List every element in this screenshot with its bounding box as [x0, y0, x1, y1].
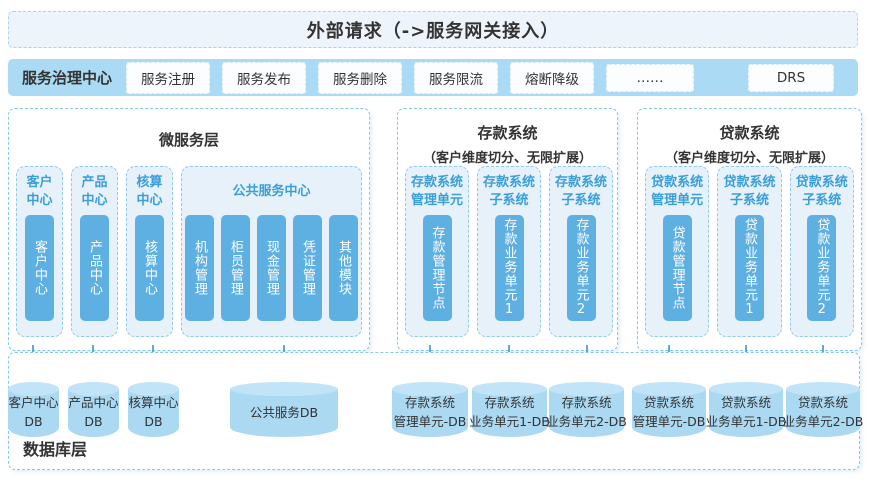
db-text: 公共服务DB	[249, 404, 319, 420]
db-text: DB	[24, 414, 43, 429]
db-text: DB	[144, 414, 163, 429]
unit-loan-sub2: 贷款系统子系统 贷款业务单元2	[789, 166, 854, 337]
db-text: 产品中心	[68, 395, 119, 411]
db-cylinder-accounting: 核算中心 DB	[128, 382, 179, 437]
bar-loan-mgmt-node: 贷款管理节点	[662, 215, 692, 321]
circuit-degrade-button[interactable]: 熔断降级	[510, 61, 595, 94]
unit-loan-sub1: 贷款系统子系统 贷款业务单元1	[717, 166, 782, 337]
db-cylinder-customer: 客户中心 DB	[8, 382, 59, 437]
unit-public-service-center: 公共服务中心 机构管理 柜员管理 现金管理 凭证管理 其他模块	[181, 166, 362, 337]
db-text: 业务单元1-DB	[705, 414, 787, 429]
db-cylinder-deposit-unit1: 存款系统业务单元1-DB	[469, 382, 550, 437]
service-publish-button[interactable]: 服务发布	[222, 61, 307, 94]
unit-accounting-center-header: 核算中心	[136, 175, 163, 208]
bar-deposit-biz-unit2: 存款业务单元2	[566, 215, 596, 321]
database-layer-label: 数据库层	[23, 440, 88, 459]
db-text: 客户中心	[8, 395, 59, 411]
db-cylinder-product: 产品中心 DB	[68, 382, 119, 437]
unit-deposit-mgmt: 存款系统管理单元 存款管理节点	[405, 166, 469, 337]
db-text: 业务单元2-DB	[782, 414, 864, 429]
db-text: 管理单元-DB	[393, 414, 467, 429]
unit-deposit-mgmt-header: 存款系统管理单元	[410, 175, 463, 208]
deposit-system-subtitle: （客户维度切分、无限扩展）	[422, 150, 592, 166]
bar-org-management: 机构管理	[185, 215, 214, 321]
bar-loan-biz-unit2: 贷款业务单元2	[807, 215, 837, 321]
bar-accounting-center: 核算中心	[135, 215, 164, 321]
db-text: 核算中心	[128, 395, 179, 411]
loan-units: 贷款系统管理单元 贷款管理节点 贷款系统子系统 贷款业务单元1 贷款系统子系统 …	[645, 166, 854, 337]
db-text: 存款系统	[484, 395, 535, 411]
bar-voucher-management: 凭证管理	[293, 215, 322, 321]
db-text: DB	[84, 414, 103, 429]
unit-deposit-sub1: 存款系统子系统 存款业务单元1	[477, 166, 541, 337]
panel-loan-system: 贷款系统 （客户维度切分、无限扩展） 贷款系统管理单元 贷款管理节点 贷款系统子…	[637, 108, 862, 351]
service-register-button[interactable]: 服务注册	[126, 61, 211, 94]
bar-other-modules: 其他模块	[329, 215, 358, 321]
db-text: 贷款系统	[797, 395, 848, 411]
loan-system-subtitle: （客户维度切分、无限扩展）	[664, 150, 834, 166]
db-text: 管理单元-DB	[632, 414, 706, 429]
db-cylinder-loan-unit1: 贷款系统业务单元1-DB	[706, 382, 786, 437]
db-cylinder-deposit-mgmt: 存款系统管理单元-DB	[392, 382, 468, 437]
bar-loan-biz-unit1: 贷款业务单元1	[734, 215, 764, 321]
microservice-units: 客户中心 客户中心 产品中心 产品中心 核算中心 核算中心 公共服务中心 机构管…	[16, 166, 362, 337]
deposit-units: 存款系统管理单元 存款管理节点 存款系统子系统 存款业务单元1 存款系统子系统 …	[405, 166, 613, 337]
more-ellipsis-button[interactable]: ……	[606, 63, 695, 92]
service-delete-button[interactable]: 服务删除	[318, 61, 403, 94]
drs-button[interactable]: DRS	[748, 63, 835, 92]
bar-customer-center: 客户中心	[25, 215, 54, 321]
bar-deposit-biz-unit1: 存款业务单元1	[494, 215, 524, 321]
microservice-layer-title: 微服务层	[158, 131, 219, 149]
unit-loan-sub1-header: 贷款系统子系统	[723, 175, 776, 208]
db-text: 存款系统	[561, 395, 612, 411]
panel-deposit-system: 存款系统 （客户维度切分、无限扩展） 存款系统管理单元 存款管理节点 存款系统子…	[397, 108, 618, 351]
bar-teller-management: 柜员管理	[221, 215, 250, 321]
unit-deposit-sub2: 存款系统子系统 存款业务单元2	[549, 166, 613, 337]
unit-product-center-header: 产品中心	[81, 175, 108, 208]
unit-loan-mgmt-header: 贷款系统管理单元	[651, 175, 704, 208]
governance-label: 服务治理中心	[22, 69, 113, 87]
bar-deposit-mgmt-node: 存款管理节点	[422, 215, 452, 321]
db-cylinder-public-service: 公共服务DB	[230, 382, 338, 437]
db-text: 贷款系统	[720, 395, 771, 411]
panel-microservice-layer: 微服务层 客户中心 客户中心 产品中心 产品中心 核算中心 核算中心 公共服务中…	[8, 108, 370, 351]
public-service-center-header: 公共服务中心	[232, 184, 311, 200]
bar-product-center: 产品中心	[80, 215, 109, 321]
unit-product-center: 产品中心 产品中心	[71, 166, 118, 337]
deposit-system-title: 存款系统	[477, 124, 538, 142]
bar-cash-management: 现金管理	[257, 215, 286, 321]
unit-customer-center-header: 客户中心	[26, 175, 53, 208]
loan-system-title: 贷款系统	[719, 124, 780, 142]
unit-customer-center: 客户中心 客户中心	[16, 166, 63, 337]
unit-accounting-center: 核算中心 核算中心	[126, 166, 173, 337]
unit-deposit-sub1-header: 存款系统子系统	[482, 175, 535, 208]
db-text: 存款系统	[404, 395, 455, 411]
db-text: 业务单元2-DB	[546, 414, 627, 429]
service-governance-bar: 服务治理中心 服务注册 服务发布 服务删除 服务限流 熔断降级 …… DRS	[8, 59, 858, 96]
external-request-banner: 外部请求（->服务网关接入）	[8, 11, 858, 48]
unit-loan-mgmt: 贷款系统管理单元 贷款管理节点	[645, 166, 710, 337]
db-cylinder-loan-unit2: 贷款系统业务单元2-DB	[783, 382, 863, 437]
db-cylinder-deposit-unit2: 存款系统业务单元2-DB	[546, 382, 627, 437]
db-text: 贷款系统	[643, 395, 694, 411]
unit-deposit-sub2-header: 存款系统子系统	[554, 175, 607, 208]
external-request-title: 外部请求（->服务网关接入）	[306, 20, 560, 42]
service-ratelimit-button[interactable]: 服务限流	[414, 61, 499, 94]
unit-loan-sub2-header: 贷款系统子系统	[795, 175, 848, 208]
public-service-bars: 机构管理 柜员管理 现金管理 凭证管理 其他模块	[185, 215, 358, 321]
db-text: 业务单元1-DB	[469, 414, 550, 429]
db-cylinder-loan-mgmt: 贷款系统管理单元-DB	[632, 382, 706, 437]
